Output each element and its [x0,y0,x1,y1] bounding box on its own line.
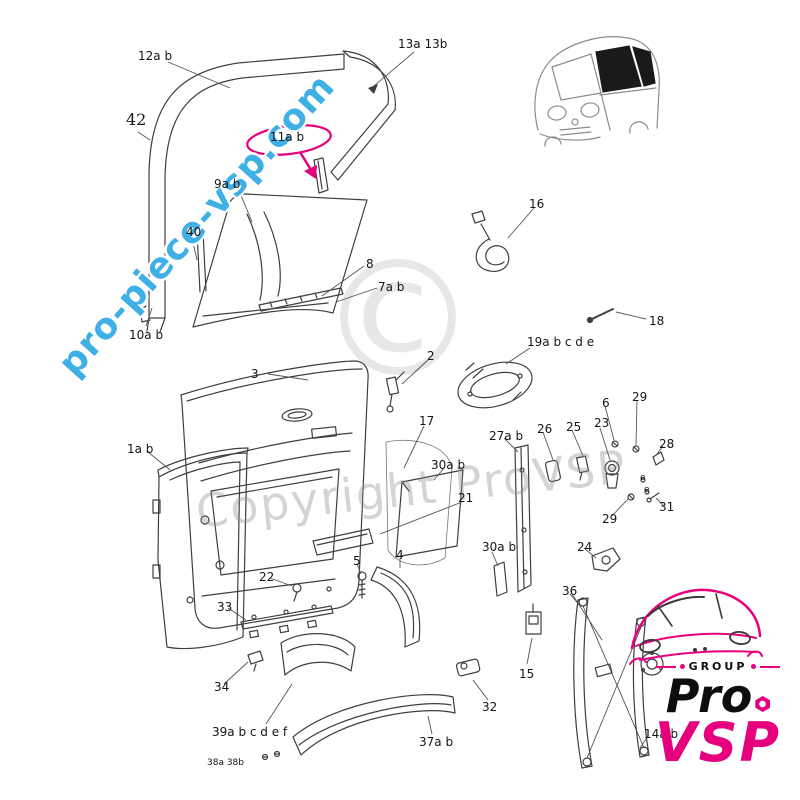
part-label-1ab: 1a b [127,442,154,456]
door-trim-panel [180,360,369,629]
part-label-13ab: 13a 13b [398,37,448,51]
part-label-7ab: 7a b [378,280,405,294]
clip-34 [247,650,264,672]
handle-part-32 [455,658,481,677]
highlight-ellipse [246,124,332,156]
part-label-23: 23 [594,416,610,430]
part-label-38a-38b: 38a 38b [207,758,244,768]
foam-sheet-30-1 [395,469,464,558]
door-check-strap-24 [591,547,621,572]
car-thumbnail-sketch [534,36,660,147]
part-label-26: 26 [537,422,553,436]
window-run-channel-frame [139,53,345,333]
screw-5 [357,571,367,599]
clip-22 [292,583,332,602]
logo-right-dot-icon [751,664,757,669]
part-label-14ab: 14a b [644,727,679,741]
bracket-26 [545,459,561,483]
pocket-trim-39 [280,633,356,676]
part-label-12ab: 12a b [138,49,173,63]
logo-left-dot-icon [679,664,685,669]
door-pull-trim [457,361,533,409]
pillar-trim-27 [514,444,532,593]
part-label-11ab: 11a b [270,130,305,144]
door-shell [152,447,249,650]
part-label-10ab: 10a b [129,328,164,342]
part-label-37ab: 37a b [419,735,454,749]
part-label-16: 16 [529,197,545,211]
mounting-rail-33 [240,604,334,639]
circled-channel-part [313,157,329,194]
arrow-down-icon [298,151,317,179]
part-label-17: 17 [419,414,435,428]
part-label-31: 31 [659,500,675,514]
pillar-trim-4 [370,566,421,648]
copyright-symbol-watermark: © [318,226,478,413]
logo-group-row: GROUP [648,660,788,673]
logo-left-line [655,665,676,668]
part-label-29-bottom: 29 [602,512,618,526]
leader-lines [137,51,664,749]
door-check-cable [471,210,510,272]
logo-right-line [760,665,781,668]
part-label-39abcdef: 39a b c d e f [212,725,288,739]
lock-cylinder-cluster [604,440,665,503]
tray-insert-21 [312,528,374,556]
part-label-30ab-1: 30a b [431,458,466,472]
part-label-24: 24 [577,540,593,554]
part-label-8: 8 [366,257,374,271]
part-label-3: 3 [251,367,259,381]
rear-run-channel [330,50,396,181]
part-label-32: 32 [482,700,498,714]
part-label-34: 34 [214,680,230,694]
vapor-barrier-sheet [385,439,453,566]
part-label-27ab: 27a b [489,429,524,443]
part-label-e-2: e [644,485,650,495]
part-label-22: 22 [259,570,275,584]
part-label-15: 15 [519,667,535,681]
part-label-4: 4 [396,548,404,562]
part-label-40: 40 [186,225,202,239]
logo-pro-text: Pro [648,673,788,719]
part-label-30ab-2: 30a b [482,540,517,554]
inner-weatherstrip [258,287,344,312]
part-label-2: 2 [427,349,435,363]
part-label-25: 25 [566,420,582,434]
hexagon-icon [755,696,771,712]
part-label-e-1: e [640,473,646,483]
part-label-18: 18 [649,314,665,328]
part-label-28: 28 [659,437,675,451]
part-label-6: 6 [602,396,610,410]
part-label-42: 42 [126,110,147,129]
part-label-29-top: 29 [632,390,648,404]
logo-car-sketch [629,588,763,665]
logo-group-label: GROUP [688,660,748,673]
logo-pro-word: Pro [665,669,753,723]
pin-part-18 [586,308,614,324]
part-label-5: 5 [353,554,361,568]
part-label-21: 21 [458,491,474,505]
bracket-25 [576,455,590,481]
screws-38 [261,750,281,761]
part-label-9ab: 9a b [214,177,241,191]
switch-15 [525,603,542,635]
part-label-33: 33 [217,600,233,614]
latch-bracket-2 [385,371,405,413]
part-label-36: 36 [562,584,578,598]
provsp-logo: GROUP Pro VSP [648,660,788,774]
sill-trim-37 [292,694,456,756]
glass-guide-strip [196,230,207,293]
part-label-19abcde: 19a b c d e [527,335,595,349]
logo-vsp-text: VSP [654,710,782,774]
clip-strip-30-2 [493,561,508,597]
